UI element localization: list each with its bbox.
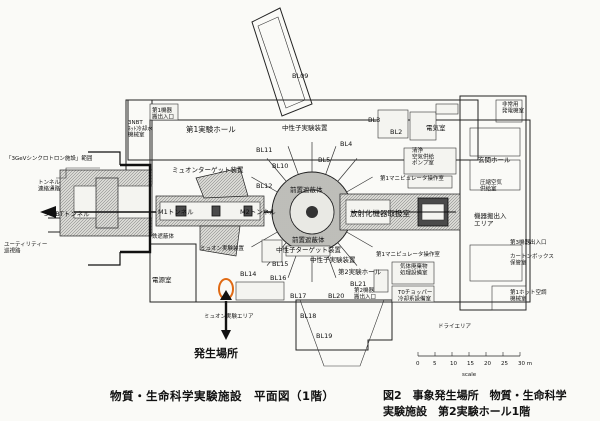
scale-tick-label: 10: [450, 361, 457, 367]
label-bl15: BL15: [272, 260, 288, 268]
label-bl2: BL2: [390, 128, 402, 136]
label-bl12: BL12: [256, 182, 272, 190]
label-gas-waste: 気体廃棄物処理設備室: [400, 262, 428, 276]
label-rcs-range: 「3GeVシンクロトロン施設」範囲: [6, 154, 93, 162]
label-t0-chopper: T0チョッパー冷却系設備室: [397, 289, 432, 302]
event-location-label: 発生場所: [193, 346, 238, 360]
scale-tick-label: 25: [501, 361, 508, 367]
label-manipulator-room-2: 第1マニピュレータ操作室: [376, 250, 440, 258]
label-second-exp-hall: 第2実験ホール: [338, 267, 382, 276]
rcs-range-boundary: [120, 163, 152, 254]
label-third-equip-entrance: 第3機器出入口: [510, 238, 547, 246]
label-cart-box-storage: カートンボックス保管室: [510, 252, 554, 266]
scale-bar: 0 5 10 15 20 25 30 m scale: [416, 352, 532, 378]
figure-caption-line-1: 図2 事象発生場所 物質・生命科学: [383, 389, 567, 402]
scale-tick-label: 30 m: [518, 361, 532, 367]
bl09-wing: [251, 7, 313, 117]
nbt-tunnel-complex: [40, 151, 300, 266]
upper-rooms: [149, 103, 459, 189]
label-bl11: BL11: [256, 146, 272, 154]
label-bl09: BL09: [292, 72, 308, 80]
label-manipulator-room: 第1マニピュレータ操作室: [380, 174, 444, 182]
label-tunnel-passage: トンネル連絡通路: [38, 179, 61, 192]
label-m2-tunnel: M2トンネル: [240, 208, 276, 216]
label-bl21: BL21: [350, 280, 366, 288]
label-purification: 清浄空気供給ポンプ室: [412, 146, 435, 167]
event-site: 発生場所: [193, 278, 238, 360]
label-bl4: BL4: [340, 140, 352, 148]
label-electrical-room: 電気室: [426, 123, 446, 132]
label-equip-entry-area: 機器搬出入エリア: [474, 211, 507, 227]
hot-cell-area: [339, 193, 461, 231]
label-dry-area: ドライエリア: [438, 323, 471, 330]
muon-section: [155, 167, 265, 257]
label-bl3: BL3: [368, 116, 380, 124]
label-neutron-target: 中性子ターゲット装置: [276, 245, 342, 254]
plan-title: 物質・生命科学実験施設 平面図（1階）: [110, 389, 335, 403]
label-muon-target: ミュオンターゲット装置: [172, 165, 244, 174]
label-first-equip-entrance: 第1機器搬出入口: [152, 106, 174, 120]
label-compressed-air: 圧縮空気供給室: [480, 178, 503, 192]
label-entrance-hall: 玄関ホール: [478, 155, 511, 164]
scale-tick-label: 15: [467, 361, 474, 367]
label-iron-shield: 鉄遮蔽体: [152, 232, 175, 240]
label-muon-exp-area: ミュオン実験エリア: [204, 312, 254, 320]
label-emergency-generator: 非常用発電機室: [502, 100, 525, 114]
label-bl10: BL10: [272, 162, 288, 170]
label-first-hot-hvac: 第1ホット空調機械室: [510, 288, 547, 302]
label-m1-tunnel: M1トンネル: [158, 208, 194, 216]
south-extension: [295, 299, 393, 351]
label-front-shield-bottom: 前置遮蔽体: [292, 235, 325, 244]
label-bl5: BL5: [318, 156, 330, 164]
label-neutron-exp-equip-2: 中性子実験装置: [310, 255, 356, 264]
label-bl16: BL16: [270, 274, 286, 282]
label-hot-cell-room: 放射化機器取扱室: [350, 208, 410, 218]
scale-tick-label: 5: [433, 361, 437, 367]
scale-tick-label: 20: [484, 361, 491, 367]
scale-tick-label: 0: [416, 361, 420, 367]
target-station: [251, 142, 373, 282]
label-second-equip-entrance: 第2機器搬出入口: [354, 286, 376, 300]
label-utility-passage: ユーティリティー巡視路: [4, 241, 47, 254]
label-bl17: BL17: [290, 292, 306, 300]
power-room-block: [149, 243, 197, 303]
label-neutron-exp-equip: 中性子実験装置: [282, 123, 328, 132]
lower-rooms: [235, 239, 435, 303]
scale-label: scale: [462, 372, 477, 378]
label-bl18: BL18: [300, 312, 316, 320]
label-bl14: BL14: [240, 270, 256, 278]
label-bl20: BL20: [328, 292, 344, 300]
upper-wing: [127, 99, 479, 161]
label-front-shield-top: 前置遮蔽体: [290, 185, 323, 194]
label-bl19: BL19: [316, 332, 332, 340]
label-first-exp-hall: 第1実験ホール: [186, 124, 236, 134]
label-power-room: 電源室: [152, 275, 172, 284]
label-nbt3-tunnel: 3-NBTトンネル: [44, 210, 90, 218]
label-muon-exp-equip: ミュオン実験装置: [200, 244, 245, 252]
figure-caption-line-2: 実験施設 第2実験ホール1階: [383, 405, 531, 418]
